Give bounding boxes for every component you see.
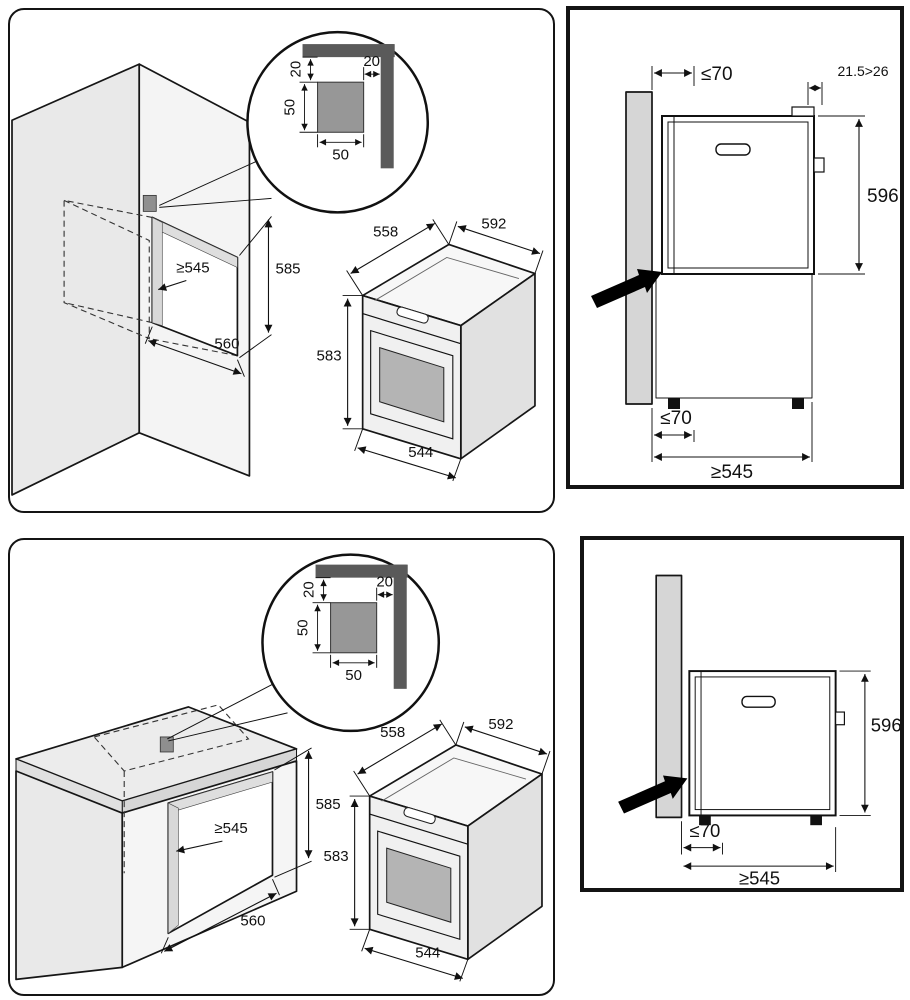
- dim-label-oven-height: 596: [867, 186, 899, 207]
- panel-column-side-view: ≤70 21.5>26 596 ≤70 ≥545: [566, 6, 904, 489]
- dim-label-detail-gap-side: 20: [376, 574, 393, 591]
- insert-direction-arrow: [591, 269, 662, 308]
- oven-block: 558 592 583 544: [324, 716, 551, 982]
- side-edge-bar: [393, 564, 407, 689]
- oven-door-window: [386, 847, 452, 923]
- dim-label-oven-width-top: 592: [488, 716, 513, 733]
- dim-label-niche-width: ≥545: [176, 260, 209, 277]
- detail-callout: 20 50 20 50: [159, 30, 430, 214]
- dim-label-detail-width: 50: [345, 667, 362, 684]
- foot: [810, 815, 822, 826]
- dim-niche-depth: 560: [144, 326, 245, 377]
- base-cabinet: [655, 273, 813, 409]
- cabinet-side-panel: [625, 91, 653, 405]
- dim-oven-width-top: 592: [455, 716, 551, 775]
- dim-niche-width: ≥545: [176, 820, 248, 854]
- dim-oven-depth: 558: [346, 219, 450, 296]
- foot: [792, 398, 804, 409]
- dim-oven-width-top: 592: [448, 215, 544, 274]
- oven-handle: [396, 306, 429, 324]
- foot: [699, 815, 711, 826]
- dim-label-min-depth: ≥545: [711, 462, 753, 483]
- dim-label-bottom-clearance: ≤70: [660, 408, 692, 429]
- oven-isometric: [361, 243, 536, 460]
- dim-label-detail-gap-top: 20: [288, 61, 305, 78]
- dim-niche-depth: 560: [160, 879, 280, 954]
- panel-undercounter-side-view: 596 ≤70 ≥545: [580, 536, 904, 892]
- dim-label-oven-height: 583: [324, 848, 349, 865]
- dim-label-niche-depth: 560: [214, 336, 239, 353]
- oven-handle: [715, 143, 751, 156]
- dim-oven-width-bottom: 544: [354, 428, 462, 482]
- dim-label-top-clearance: ≤70: [701, 64, 733, 85]
- dim-label-niche-height: 585: [316, 796, 341, 813]
- dim-label-bottom-clearance: ≤70: [690, 820, 721, 841]
- oven-isometric: [368, 744, 543, 961]
- dim-label-niche-height: 585: [275, 261, 300, 278]
- dim-niche-width: ≥545: [158, 260, 210, 291]
- dim-oven-width-bottom: 544: [361, 929, 469, 982]
- side-edge-bar: [380, 44, 394, 169]
- panel-undercounter-installation: 585 ≥545 560 558 5: [8, 538, 555, 996]
- vent-cutout-detail: [330, 602, 378, 654]
- oven-door-window: [379, 346, 445, 423]
- insert-direction-arrow: [618, 775, 688, 814]
- dim-label-oven-height: 596: [871, 715, 900, 736]
- dim-label-niche-depth: 560: [240, 912, 265, 929]
- dim-label-rear-gap: 21.5>26: [838, 63, 889, 79]
- dim-oven-height: 583: [317, 295, 363, 430]
- undercounter-side-drawing: 596 ≤70 ≥545: [618, 574, 900, 888]
- niche-opening: [167, 771, 274, 935]
- oven-door: [377, 830, 461, 941]
- dim-label-detail-gap-top: 20: [301, 581, 318, 598]
- dim-oven-height: 583: [324, 795, 370, 930]
- rear-bracket: [835, 711, 845, 726]
- vent-cutout: [159, 736, 174, 753]
- dim-label-detail-height: 50: [282, 99, 299, 116]
- dim-min-depth: ≥545: [654, 402, 813, 483]
- dim-label-oven-width-bottom: 544: [415, 944, 440, 961]
- top-edge-bar: [302, 44, 395, 58]
- vent-cutout-detail: [317, 81, 365, 133]
- dim-label-niche-width: ≥545: [214, 820, 247, 837]
- dim-bottom-clearance: ≤70: [651, 408, 695, 462]
- top-rail: [791, 106, 815, 117]
- hidden-cavity-outline: [93, 704, 250, 874]
- dim-niche-height: 585: [239, 216, 301, 359]
- dim-oven-height: 596: [818, 115, 899, 275]
- column-installation-drawing: 585 ≥545 560 558 592 583: [11, 30, 544, 496]
- top-edge-bar: [315, 564, 408, 578]
- niche-opening: [151, 216, 239, 357]
- dim-rear-gap: 21.5>26: [807, 63, 889, 105]
- column-side-drawing: ≤70 21.5>26 596 ≤70 ≥545: [591, 63, 899, 483]
- rear-bracket: [813, 157, 825, 173]
- dim-label-detail-height: 50: [295, 619, 312, 636]
- dim-bottom-clearance: ≤70: [681, 820, 723, 855]
- dim-label-oven-depth: 558: [373, 223, 398, 240]
- panel-column-installation: 585 ≥545 560 558 592 583: [8, 8, 555, 513]
- dim-label-oven-width-top: 592: [481, 215, 506, 232]
- undercounter-installation-drawing: 585 ≥545 560 558 5: [15, 553, 551, 982]
- dim-oven-depth: 558: [353, 719, 457, 797]
- dim-niche-height: 585: [274, 747, 341, 878]
- worktop: [15, 706, 298, 814]
- foot: [668, 398, 680, 409]
- dim-label-oven-height: 583: [317, 348, 342, 365]
- oven-side-view: [688, 670, 845, 817]
- detail-callout: 20 50 20 50: [167, 553, 441, 742]
- oven-handle: [403, 807, 436, 825]
- dim-min-depth: ≥545: [683, 827, 837, 888]
- oven-side-view: [661, 106, 825, 275]
- oven-door: [370, 329, 454, 440]
- dim-oven-height: 596: [839, 670, 900, 816]
- dim-label-detail-width: 50: [332, 146, 349, 163]
- dim-top-clearance: ≤70: [651, 64, 733, 90]
- dim-label-oven-width-bottom: 544: [408, 444, 433, 461]
- dim-label-detail-gap-side: 20: [363, 53, 380, 70]
- vent-cutout: [142, 194, 157, 212]
- dim-label-min-depth: ≥545: [739, 868, 780, 888]
- dim-label-oven-depth: 558: [380, 724, 405, 741]
- oven-handle: [741, 695, 776, 708]
